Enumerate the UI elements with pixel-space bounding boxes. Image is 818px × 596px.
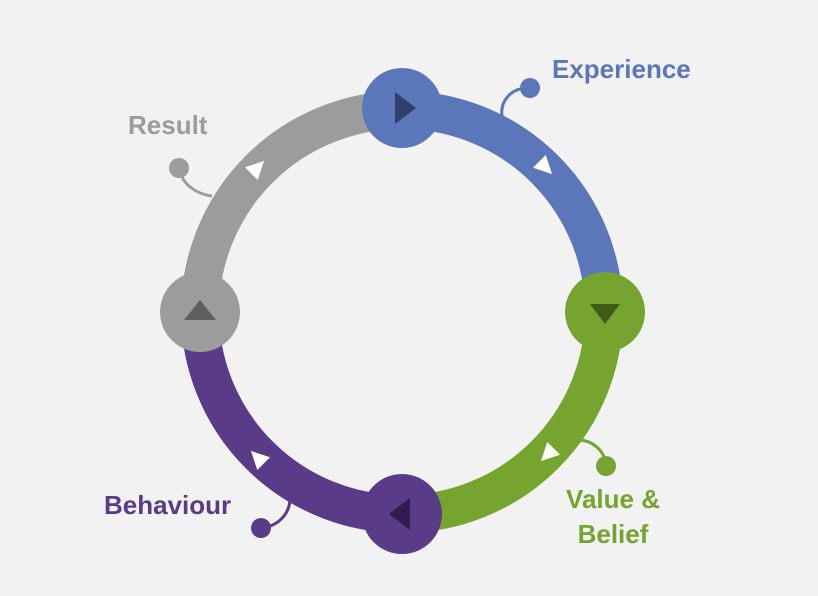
play-up-icon xyxy=(184,300,216,320)
label-experience: Experience xyxy=(552,54,691,84)
play-down-icon xyxy=(590,304,620,324)
connector-dot-result xyxy=(169,158,189,178)
connector-dot-value xyxy=(596,456,616,476)
label-result: Result xyxy=(128,110,208,140)
node-result xyxy=(160,272,240,352)
play-right-icon xyxy=(395,92,416,124)
node-value xyxy=(565,272,645,352)
connector-dot-experience xyxy=(520,78,540,98)
connector-dot-behaviour xyxy=(251,518,271,538)
ring-segment-result xyxy=(181,91,403,313)
label-value-line-1: Value & xyxy=(566,484,660,514)
label-value-belief: Value & Belief xyxy=(562,482,664,552)
flow-arrow-icon xyxy=(244,160,265,181)
flow-arrow-icon xyxy=(250,450,271,471)
ring-segment-experience xyxy=(401,91,623,313)
node-experience xyxy=(362,68,442,148)
label-value-line-2: Belief xyxy=(577,519,649,549)
play-left-icon xyxy=(389,498,410,530)
label-behaviour: Behaviour xyxy=(104,490,232,520)
node-behaviour xyxy=(362,474,442,554)
ring-segment-behaviour xyxy=(181,311,403,533)
